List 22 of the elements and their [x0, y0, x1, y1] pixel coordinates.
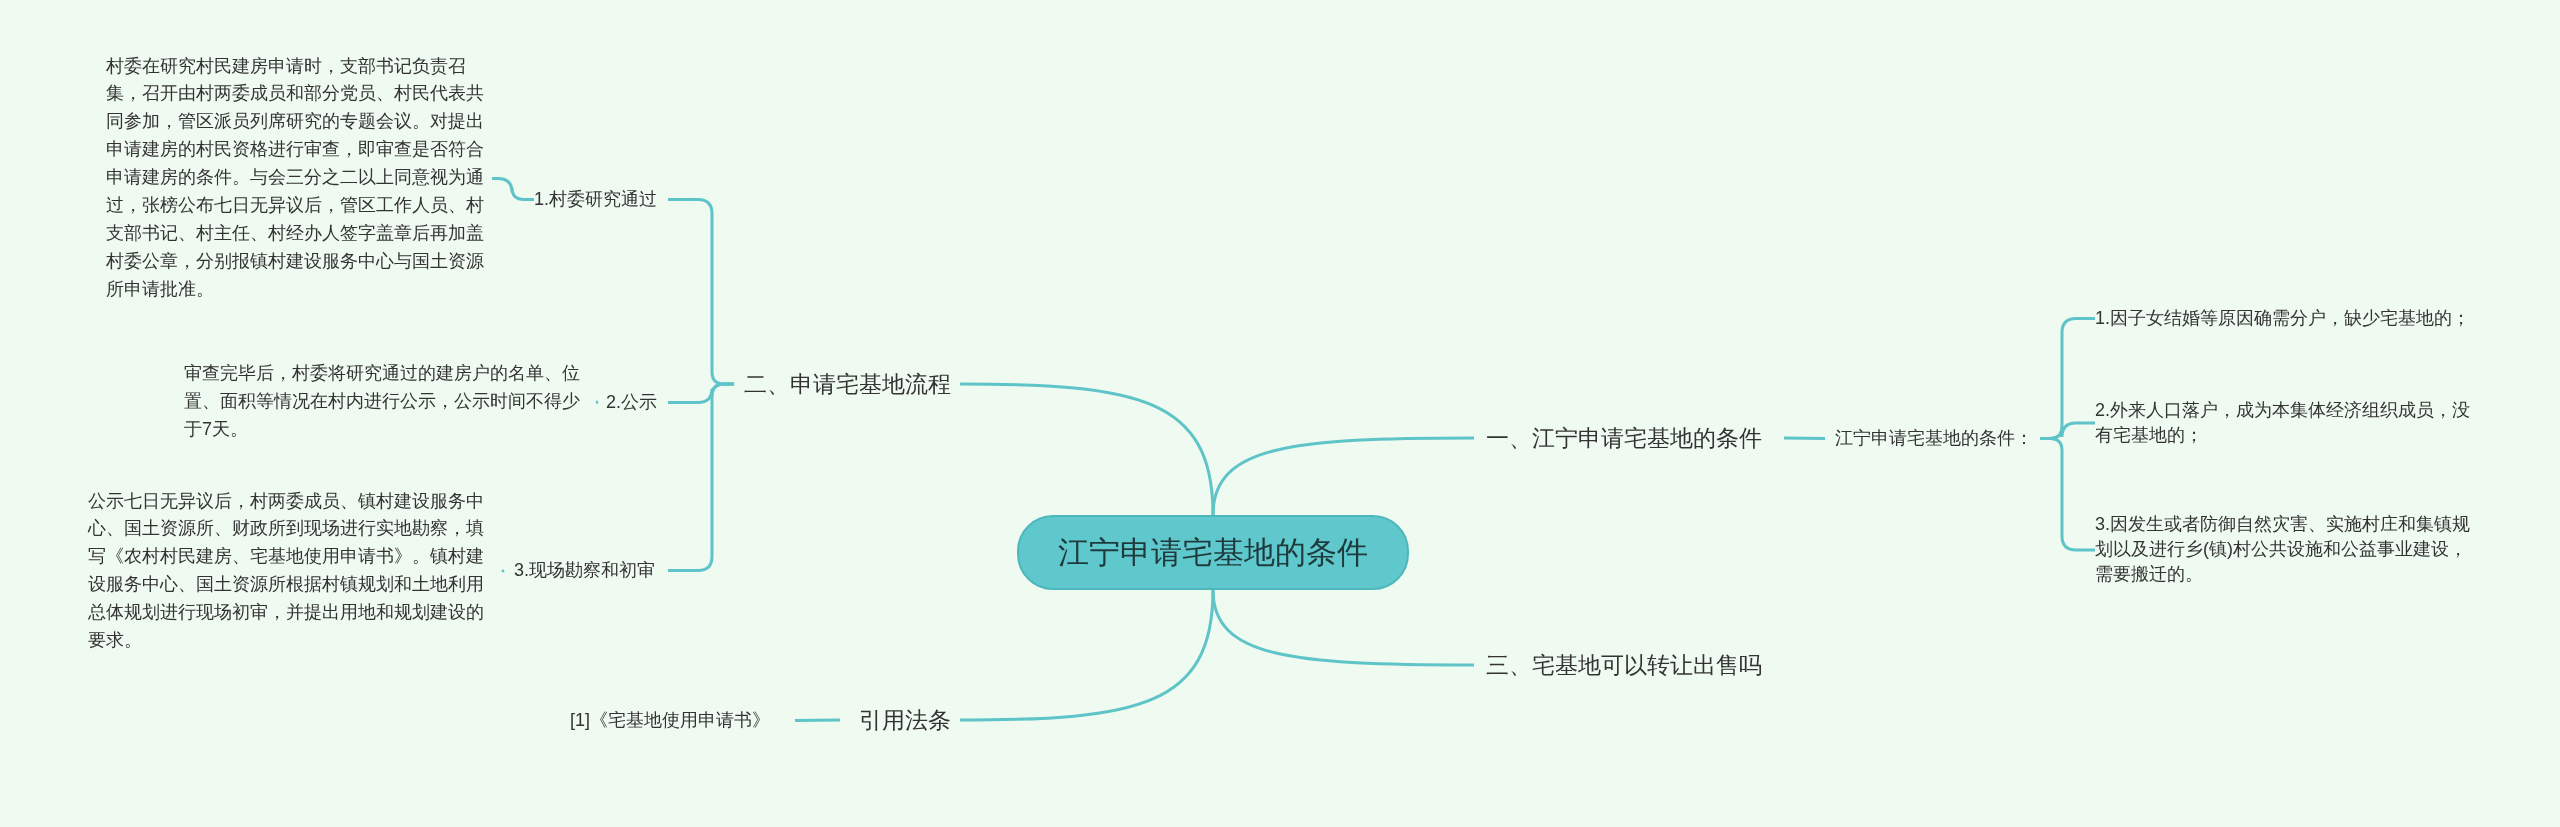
paragraph-text: 审查完毕后，村委将研究通过的建房户的名单、位置、面积等情况在村内进行公示，公示时间不得少于7天。: [184, 360, 588, 444]
connector-line: [960, 382, 1215, 516]
subtopic-text: 江宁申请宅基地的条件：: [1835, 425, 2040, 451]
subtopic-text: 1.因子女结婚等原因确需分户，缺少宅基地的；: [2095, 305, 2480, 331]
connector-line: [492, 177, 534, 201]
connector-line: [1211, 589, 1474, 667]
connector-line: [960, 589, 1215, 722]
branch-topic: 二、申请宅基地流程: [734, 366, 960, 403]
subtopic-text: [1]《宅基地使用申请书》: [570, 707, 785, 733]
paragraph-text: 公示七日无异议后，村两委成员、镇村建设服务中心、国土资源所、财政所到现场进行实地勘察，填写《农村村民建房、宅基地使用申请书》。镇村建设服务中心、国土资源所根据村镇规划和土地利用总体规划进行现场初审，并提出用地和规划建设的要求。: [88, 487, 492, 655]
connector-line: [668, 382, 734, 572]
branch-topic: 一、江宁申请宅基地的条件: [1474, 420, 1774, 457]
branch-topic: 三、宅基地可以转让出售吗: [1474, 647, 1774, 684]
subtopic-text: 1.村委研究通过: [534, 186, 668, 212]
subtopic-text: 2.公示: [606, 389, 668, 415]
paragraph-text: 村委在研究村民建房申请时，支部书记负责召集，召开由村两委成员和部分党员、村民代表共同参加，管区派员列席研究的专题会议。对提出申请建房的村民资格进行审查，即审查是否符合申请建房的条件。与会三分之二以上同意视为通过，张榜公布七日无异议后，管区工作人员、村支部书记、村主任、村经办人签字盖章后再加盖村委公章，分别报镇村建设服务中心与国土资源所申请批准。: [106, 52, 492, 304]
central-topic-box: 江宁申请宅基地的条件: [1017, 514, 1409, 590]
connector-line: [1211, 436, 1474, 516]
subtopic-text: 3.因发生或者防御自然灾害、实施村庄和集镇规划以及进行乡(镇)村公共设施和公益事业建设，需要搬迁的。: [2095, 512, 2480, 588]
subtopic-text: 3.现场勘察和初审: [514, 557, 668, 583]
subtopic-text: 2.外来人口落户，成为本集体经济组织成员，没有宅基地的；: [2095, 398, 2480, 449]
branch-topic: 引用法条: [850, 702, 960, 739]
